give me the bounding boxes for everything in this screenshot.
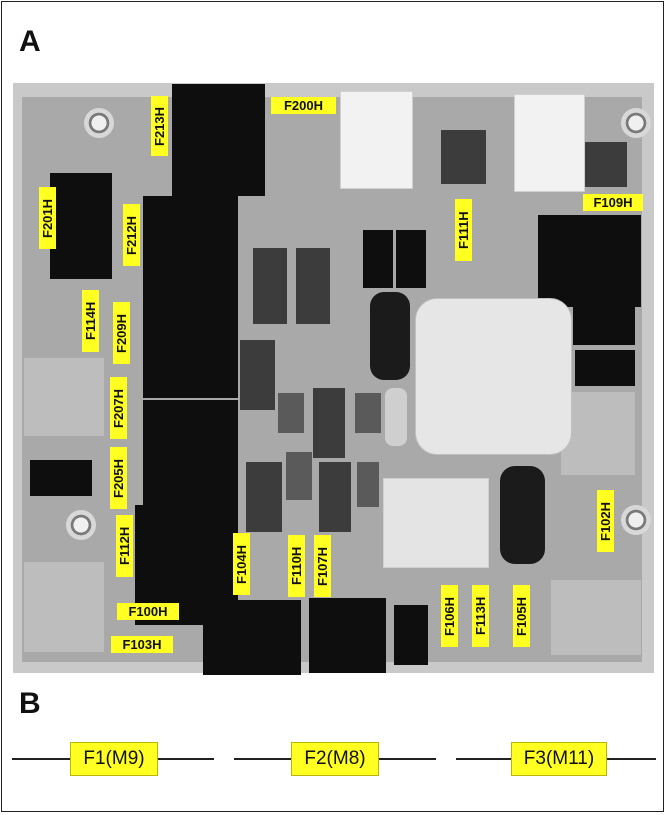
label-f213h: F213H (151, 96, 168, 156)
label-f104h: F104H (233, 533, 250, 595)
relay-white (514, 94, 585, 192)
ic-package (355, 393, 381, 433)
label-f111h: F111H (455, 199, 472, 261)
ic-package (319, 462, 351, 532)
connector-light (551, 580, 641, 655)
capacitor (370, 292, 410, 380)
ic-package (253, 248, 287, 324)
label-f105h: F105H (513, 585, 530, 647)
ic-package (286, 452, 312, 500)
label-f207h: F207H (110, 377, 127, 439)
transformer-block (538, 215, 641, 307)
transformer-block (143, 196, 238, 398)
label-f110h: F110H (288, 535, 305, 597)
connector-block (203, 600, 301, 675)
inductor-large (415, 298, 572, 455)
connector-light (561, 392, 635, 475)
mounting-hole (66, 510, 96, 540)
label-f113h: F113H (472, 585, 489, 647)
relay-white (340, 91, 413, 189)
label-f100h: F100H (117, 603, 179, 620)
component-block (50, 173, 112, 279)
fuse-f3: F3(M11) (511, 742, 607, 776)
trimmer-block (585, 142, 627, 187)
label-f200h: F200H (271, 97, 336, 114)
ic-package (278, 393, 304, 433)
ic-package (240, 340, 275, 410)
label-f209h: F209H (113, 302, 130, 364)
mounting-hole (621, 108, 651, 138)
connector-block (309, 598, 386, 673)
ic-package (313, 388, 345, 458)
label-f109h: F109H (583, 194, 643, 211)
connector-light (24, 358, 104, 436)
label-f106h: F106H (441, 585, 458, 647)
trimmer-block (441, 130, 486, 184)
component-block (573, 303, 635, 345)
label-f112h: F112H (116, 515, 133, 577)
ic-package (296, 248, 330, 324)
resistor (385, 388, 407, 446)
mounting-hole (84, 108, 114, 138)
fuse-f1: F1(M9) (70, 742, 158, 776)
label-f205h: F205H (110, 447, 127, 509)
connector-block (394, 605, 428, 665)
component-block (30, 460, 92, 496)
label-f201h: F201H (39, 187, 56, 249)
ic-package (357, 462, 379, 507)
component-block (575, 350, 635, 386)
mounting-hole (621, 505, 651, 535)
fuse-f2: F2(M8) (291, 742, 379, 776)
ic-package (363, 230, 393, 288)
panel-letter-a: A (19, 25, 41, 58)
transformer-block (172, 84, 265, 196)
label-f107h: F107H (314, 535, 331, 597)
label-f212h: F212H (123, 204, 140, 266)
label-f114h: F114H (82, 290, 99, 352)
panel-letter-b: B (19, 687, 41, 720)
ic-package (246, 462, 282, 532)
label-f102h: F102H (597, 490, 614, 552)
ic-package (396, 230, 426, 288)
capacitor (500, 466, 545, 564)
label-f103h: F103H (111, 636, 173, 653)
relay-white (383, 478, 489, 568)
connector-light (24, 562, 104, 652)
